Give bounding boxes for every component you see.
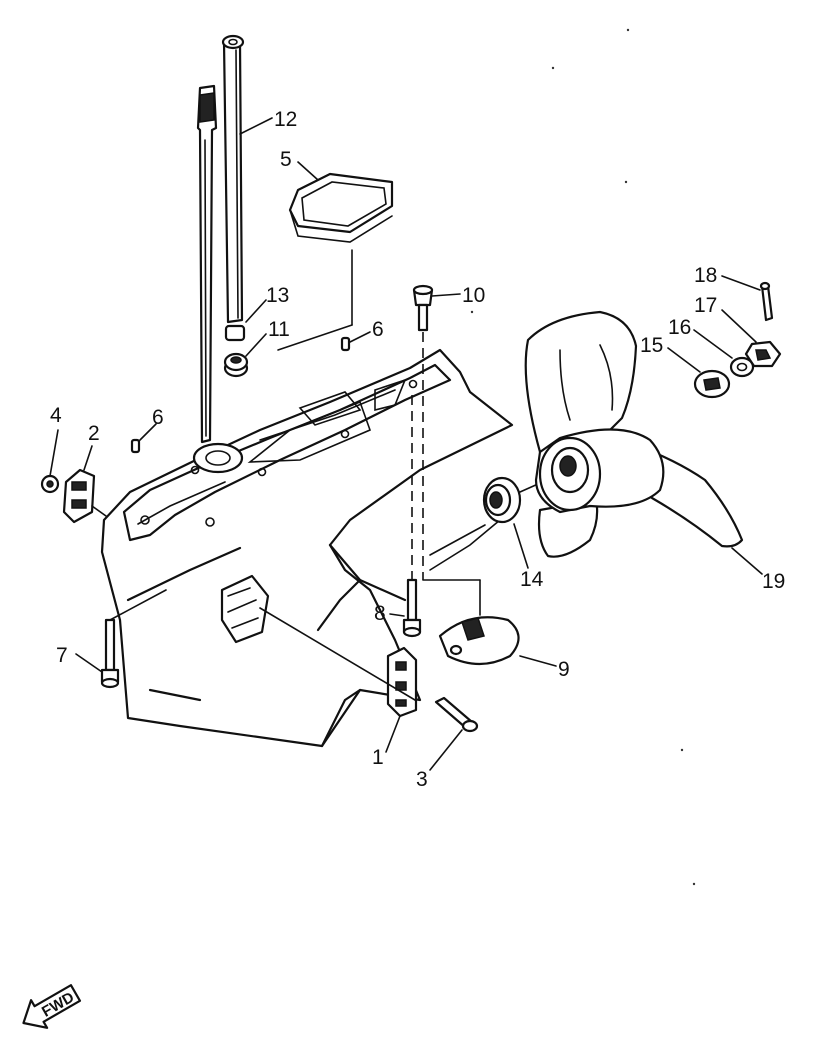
label-part-17: 17: [694, 294, 717, 317]
dowel-pins: [130, 336, 351, 454]
leader-lines: [49, 117, 763, 771]
bolt-10: [412, 284, 481, 616]
gasket-5: [277, 172, 394, 351]
anode-plate-1: [386, 646, 418, 718]
rear-plate: [220, 574, 416, 701]
bolt-7: [100, 589, 167, 689]
prop-nut-17: [744, 340, 782, 368]
trim-tab-2: [62, 468, 96, 524]
nut-4: [40, 474, 60, 494]
part-labels: 12 5 13 11 10 6 6 4 2 7 8 1 3 9 14 19 15…: [50, 108, 785, 791]
washer-16: [729, 356, 755, 378]
label-part-6-upper: 6: [372, 318, 384, 341]
grommet-13: [224, 324, 246, 342]
label-part-6-lower: 6: [152, 406, 164, 429]
label-part-11: 11: [268, 318, 290, 341]
label-part-18: 18: [694, 264, 717, 287]
label-part-3: 3: [416, 768, 428, 791]
bolt-8: [402, 395, 422, 638]
fwd-arrow: FWD: [22, 984, 82, 1029]
label-part-9: 9: [558, 658, 570, 681]
cotter-pin-18: [759, 281, 774, 322]
spacer-14: [429, 475, 557, 556]
scan-dots: [470, 28, 696, 886]
label-part-16: 16: [668, 316, 691, 339]
label-part-15: 15: [640, 334, 663, 357]
label-part-19: 19: [762, 570, 785, 593]
lower-unit-housing: [100, 348, 514, 748]
label-part-2: 2: [88, 422, 100, 445]
label-part-5: 5: [280, 148, 292, 171]
shift-rod: [196, 84, 218, 444]
washer-15: [693, 369, 731, 399]
label-part-12: 12: [274, 108, 297, 131]
label-part-1: 1: [372, 746, 384, 769]
screw-3: [434, 696, 479, 733]
drive-shaft: [221, 34, 245, 324]
label-part-4: 4: [50, 404, 62, 427]
label-part-13: 13: [266, 284, 289, 307]
propeller-19: [524, 310, 744, 558]
seal-11: [223, 352, 249, 378]
label-part-8: 8: [374, 602, 386, 625]
label-part-7: 7: [56, 644, 68, 667]
anode-9: [438, 616, 520, 666]
label-part-14: 14: [520, 568, 544, 591]
label-part-10: 10: [462, 284, 485, 307]
